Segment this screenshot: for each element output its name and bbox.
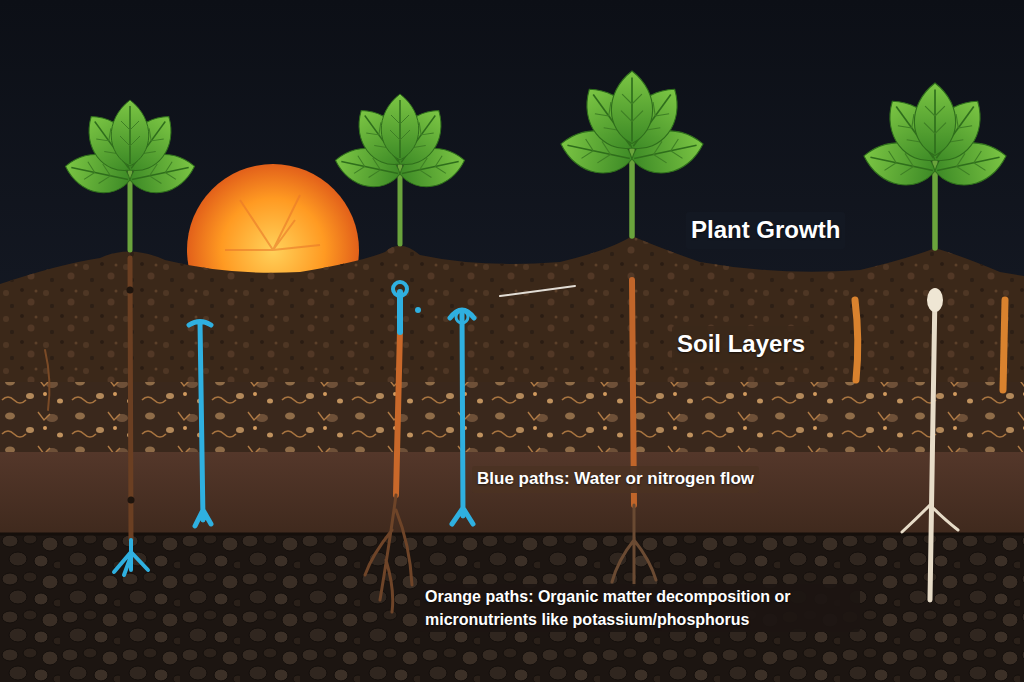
text-label: Blue paths: Water or nitrogen flow bbox=[472, 466, 759, 493]
text-label: Plant Growth bbox=[686, 212, 845, 249]
text-label: Orange paths: Organic matter decompositi… bbox=[420, 584, 860, 632]
soil-profile bbox=[0, 236, 1024, 682]
text-label: Soil Layers bbox=[672, 326, 810, 363]
roots bbox=[45, 258, 1005, 612]
blue-paths bbox=[114, 282, 474, 575]
plants bbox=[62, 71, 1011, 250]
